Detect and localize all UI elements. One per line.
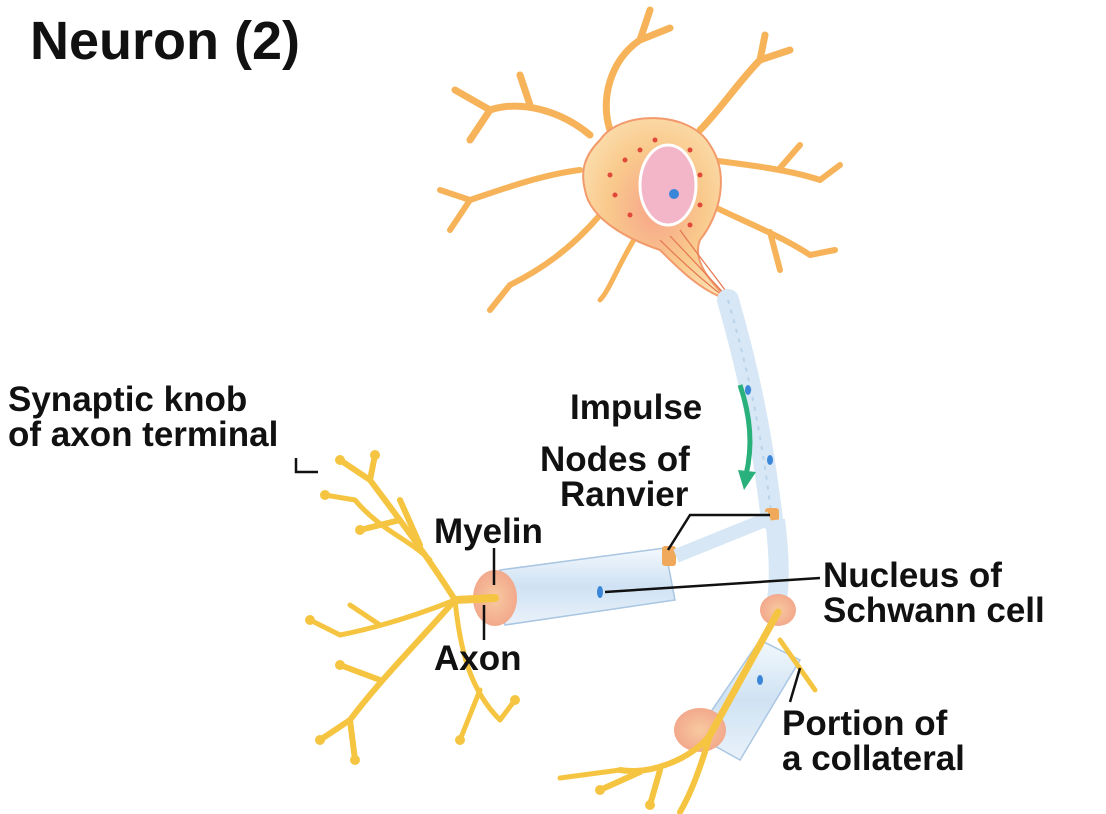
label-axon: Axon bbox=[434, 641, 522, 676]
label-collateral: Portion of a collateral bbox=[782, 706, 965, 776]
label-impulse: Impulse bbox=[570, 390, 702, 425]
label-nucleus-line2: Schwann cell bbox=[823, 593, 1045, 628]
label-nodes-line1: Nodes of bbox=[540, 442, 690, 477]
label-myelin: Myelin bbox=[434, 514, 543, 549]
axon-upper bbox=[728, 300, 772, 520]
label-nodes-line2: Ranvier bbox=[540, 477, 690, 512]
label-synaptic-knob-line2: of axon terminal bbox=[8, 417, 278, 452]
label-collateral-line1: Portion of bbox=[782, 706, 965, 741]
label-collateral-line2: a collateral bbox=[782, 741, 965, 776]
leader-synaptic-knob bbox=[296, 458, 318, 472]
myelin-sheath bbox=[500, 548, 675, 625]
label-nucleus-schwann: Nucleus of Schwann cell bbox=[823, 558, 1045, 628]
label-nucleus-line1: Nucleus of bbox=[823, 558, 1045, 593]
label-synaptic-knob-line1: Synaptic knob bbox=[8, 382, 278, 417]
label-nodes-of-ranvier: Nodes of Ranvier bbox=[540, 442, 690, 512]
cell-nucleus bbox=[640, 145, 696, 225]
label-synaptic-knob: Synaptic knob of axon terminal bbox=[8, 382, 278, 452]
nucleolus bbox=[669, 189, 679, 199]
schwann-nucleus bbox=[597, 586, 603, 598]
page-title: Neuron (2) bbox=[30, 14, 300, 68]
